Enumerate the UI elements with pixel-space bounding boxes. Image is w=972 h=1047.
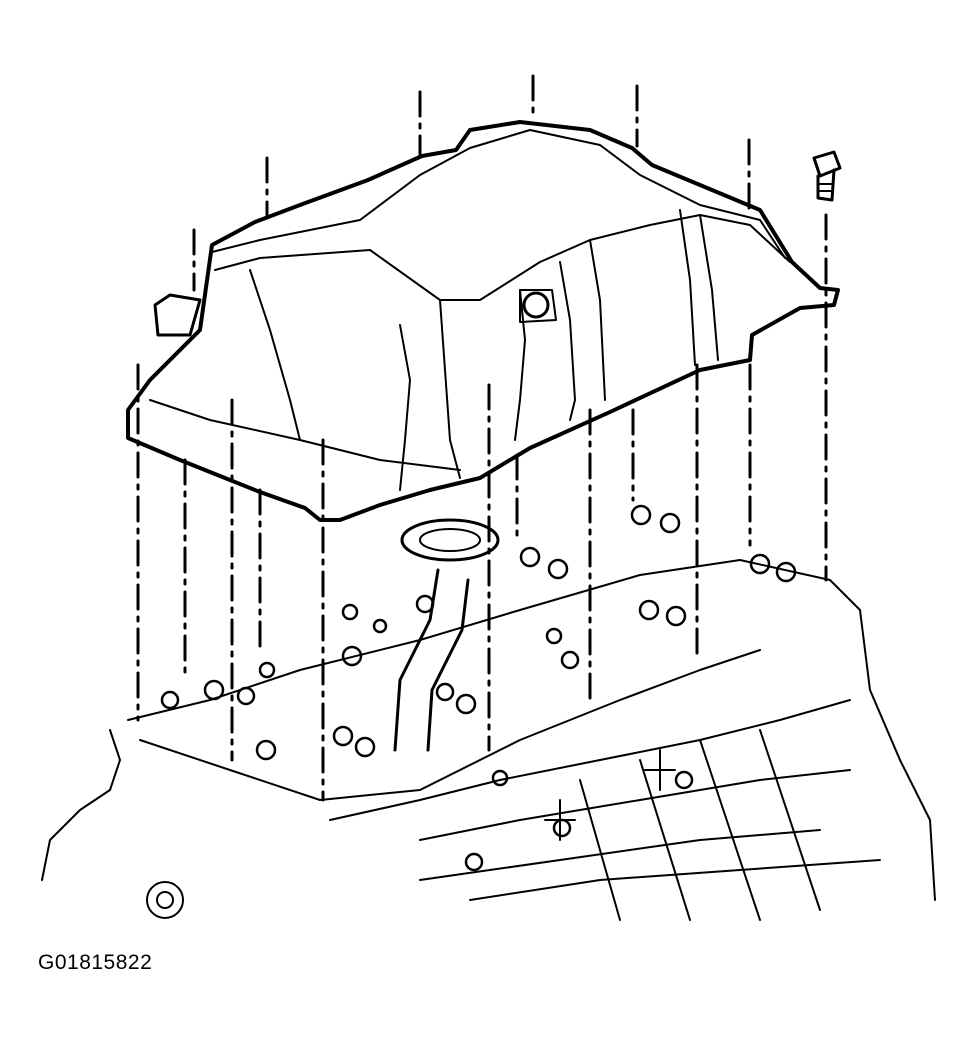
figure-id-label: G01815822	[38, 951, 153, 974]
engine-block	[41, 518, 936, 921]
pan-bolt	[812, 150, 842, 202]
alignment-lines	[136, 74, 828, 802]
oil-pan	[126, 120, 840, 522]
block-bolts	[160, 504, 797, 872]
